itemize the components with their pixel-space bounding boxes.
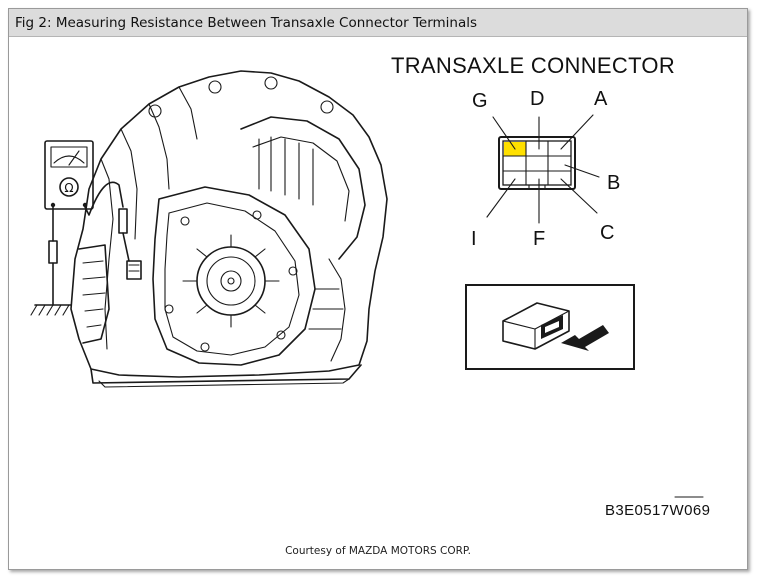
figure-frame: Fig 2: Measuring Resistance Between Tran… xyxy=(8,8,748,570)
meter-ohm-symbol: Ω xyxy=(64,181,73,195)
figure-credit: Courtesy of MAZDA MOTORS CORP. xyxy=(285,545,471,557)
meter-terminal-negative xyxy=(50,202,56,208)
pin-leaders xyxy=(486,114,600,224)
transaxle-illustration xyxy=(70,70,388,388)
meter-terminal-positive xyxy=(82,202,88,208)
pin-label-d: D xyxy=(530,88,544,110)
diagram-canvas: Ω TRANSAXLE CONNECTOR xyxy=(30,53,710,519)
pin-label-c: C xyxy=(600,222,614,244)
connector-face xyxy=(498,136,576,190)
pin-label-i: I xyxy=(471,228,477,250)
ohmmeter: Ω xyxy=(44,140,94,210)
connector-title: TRANSAXLE CONNECTOR xyxy=(391,53,675,78)
figure-caption: Fig 2: Measuring Resistance Between Tran… xyxy=(15,15,478,31)
pin-label-g: G xyxy=(472,90,488,112)
view-arrow-icon xyxy=(561,325,609,351)
test-leads xyxy=(30,181,130,316)
view-direction-inset xyxy=(465,284,635,370)
caption-bar: Fig 2: Measuring Resistance Between Tran… xyxy=(9,9,747,37)
pin-label-a: A xyxy=(594,88,608,110)
pin-label-b: B xyxy=(607,172,620,194)
figure-code: B3E0517W069 xyxy=(605,502,710,519)
pin-label-f: F xyxy=(533,228,545,250)
